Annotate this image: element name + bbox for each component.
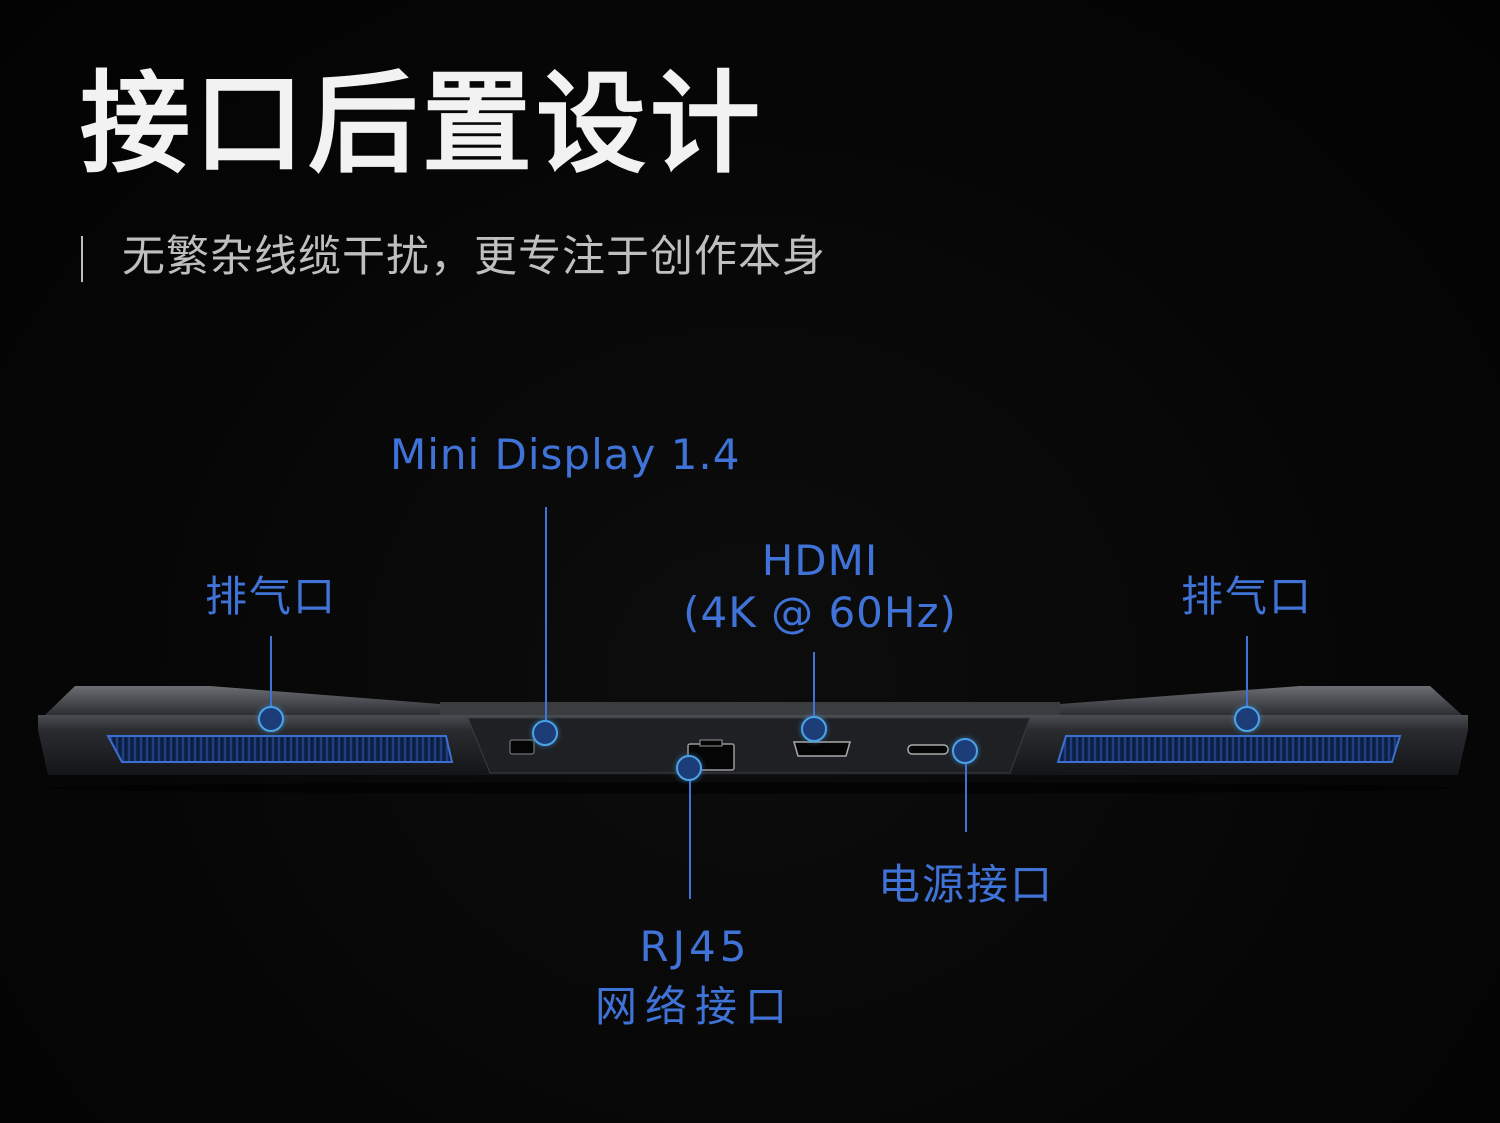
subtitle-divider bbox=[81, 236, 83, 282]
vent-right-marker bbox=[1234, 706, 1260, 732]
mini-display-leader-line bbox=[545, 507, 547, 720]
hdmi-label-line2: (4K @ 60Hz) bbox=[683, 588, 957, 637]
port-panel bbox=[467, 717, 1031, 774]
mini-display-marker bbox=[532, 720, 558, 746]
rj45-label-line1: RJ45 bbox=[639, 922, 751, 971]
power-label: 电源接口 bbox=[877, 860, 1054, 909]
power-leader-line bbox=[965, 764, 967, 832]
hdmi-label-line1: HDMI bbox=[761, 536, 879, 585]
hdmi-marker bbox=[801, 716, 827, 742]
laptop-rear-illustration bbox=[38, 686, 1468, 794]
mini-display-label: Mini Display 1.4 bbox=[390, 430, 741, 479]
rj45-leader-line bbox=[689, 781, 691, 899]
lid-center bbox=[440, 702, 1060, 715]
vent-left-label: 排气口 bbox=[204, 572, 337, 621]
vent-left-grille bbox=[106, 735, 454, 763]
lid-left bbox=[45, 686, 440, 715]
lid-right bbox=[1060, 686, 1462, 715]
page-subtitle: 无繁杂线缆干扰，更专注于创作本身 bbox=[122, 232, 826, 282]
power-marker bbox=[952, 738, 978, 764]
rj45-label-line2: 网络接口 bbox=[594, 982, 795, 1031]
power-port bbox=[907, 744, 949, 755]
page-title: 接口后置设计 bbox=[80, 60, 764, 188]
vent-left-leader-line bbox=[270, 636, 272, 708]
vent-right-grille bbox=[1056, 735, 1402, 763]
hdmi-port bbox=[793, 741, 851, 757]
mini-display-port bbox=[509, 739, 535, 755]
rj45-marker bbox=[676, 755, 702, 781]
vent-right-label: 排气口 bbox=[1180, 572, 1313, 621]
vent-right-leader-line bbox=[1246, 636, 1248, 708]
hdmi-leader-line bbox=[813, 652, 815, 716]
vent-left-marker bbox=[258, 706, 284, 732]
